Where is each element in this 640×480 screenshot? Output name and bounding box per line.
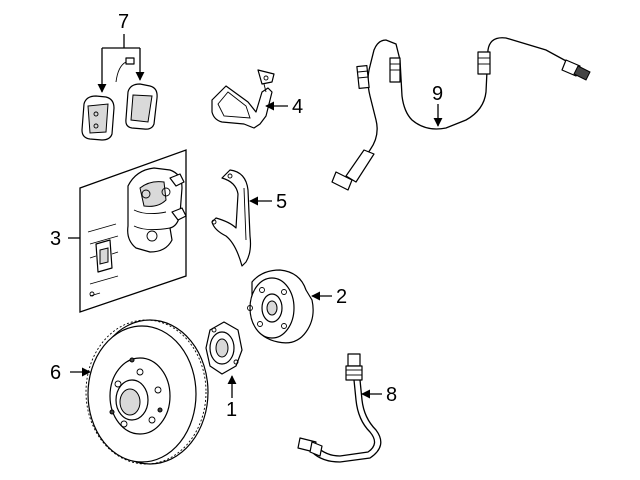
- wear-sensor: [331, 37, 591, 191]
- callout-9: 9: [432, 83, 443, 105]
- callout-5: 5: [276, 191, 287, 213]
- brake-pads-leader: [97, 34, 145, 93]
- brake-rotor: [85, 319, 209, 465]
- callout-8: 8: [386, 384, 397, 406]
- brake-pads: [81, 57, 158, 141]
- anti-rattle-bracket: [211, 69, 275, 129]
- hub-bearing: [205, 321, 243, 375]
- callout-6: 6: [50, 362, 61, 384]
- callout-2: 2: [336, 286, 347, 308]
- callout-4: 4: [292, 96, 303, 118]
- wheel-hub: [247, 269, 314, 344]
- callout-3: 3: [50, 228, 61, 250]
- callout-7: 7: [118, 11, 129, 33]
- splash-shield: [211, 169, 252, 267]
- caliper-box: [79, 149, 187, 313]
- brake-caliper: [127, 167, 187, 253]
- caliper-hardware: [87, 223, 119, 297]
- brake-hose: [297, 353, 382, 463]
- callout-1: 1: [226, 399, 237, 421]
